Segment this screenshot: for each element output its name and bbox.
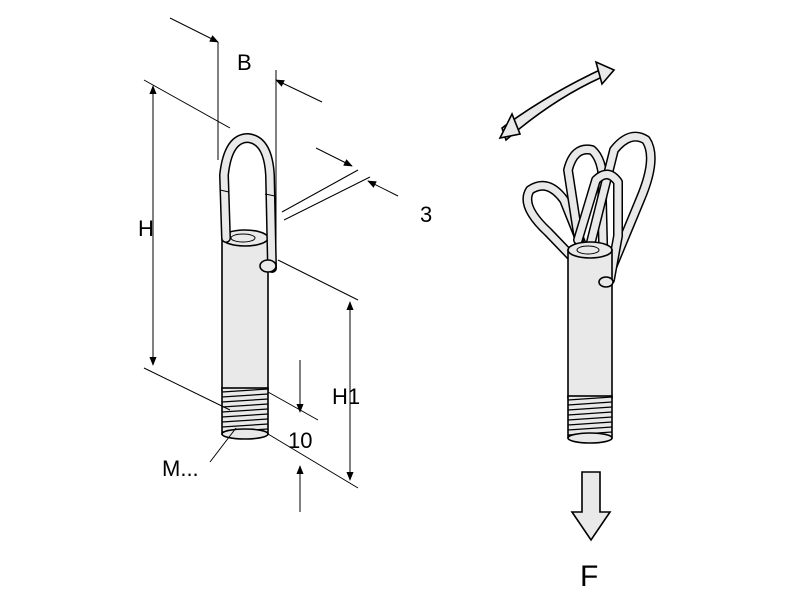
wire-loop-inner [220,134,276,272]
label-height-lower: H1 [332,384,360,409]
dimension-b: B [169,17,323,255]
hanger-left [219,133,277,440]
dimension-thread-length: 10 [267,360,319,512]
swing-arrow-right-head [594,60,616,86]
thread-callout: M... [162,427,237,481]
hanger-right: F [498,60,656,593]
dimension-gap: 3 [281,147,432,227]
label-thread: M... [162,456,199,481]
tube-top-right [567,241,613,259]
label-force: F [580,560,598,593]
dimension-h: H [138,79,231,411]
hanger-tube [221,237,269,391]
label-thread-length: 10 [288,428,312,453]
label-gap: 3 [420,202,432,227]
label-height: H [138,216,154,241]
force-arrow [570,471,612,542]
loop-eye [259,259,277,273]
label-width: B [237,50,252,75]
loop-eye-right [598,276,614,288]
swing-arrow-left-head [498,112,522,140]
hanger-tube-right [567,249,613,399]
dimension-h1: H1 [267,259,360,489]
loop-marks [219,189,276,197]
